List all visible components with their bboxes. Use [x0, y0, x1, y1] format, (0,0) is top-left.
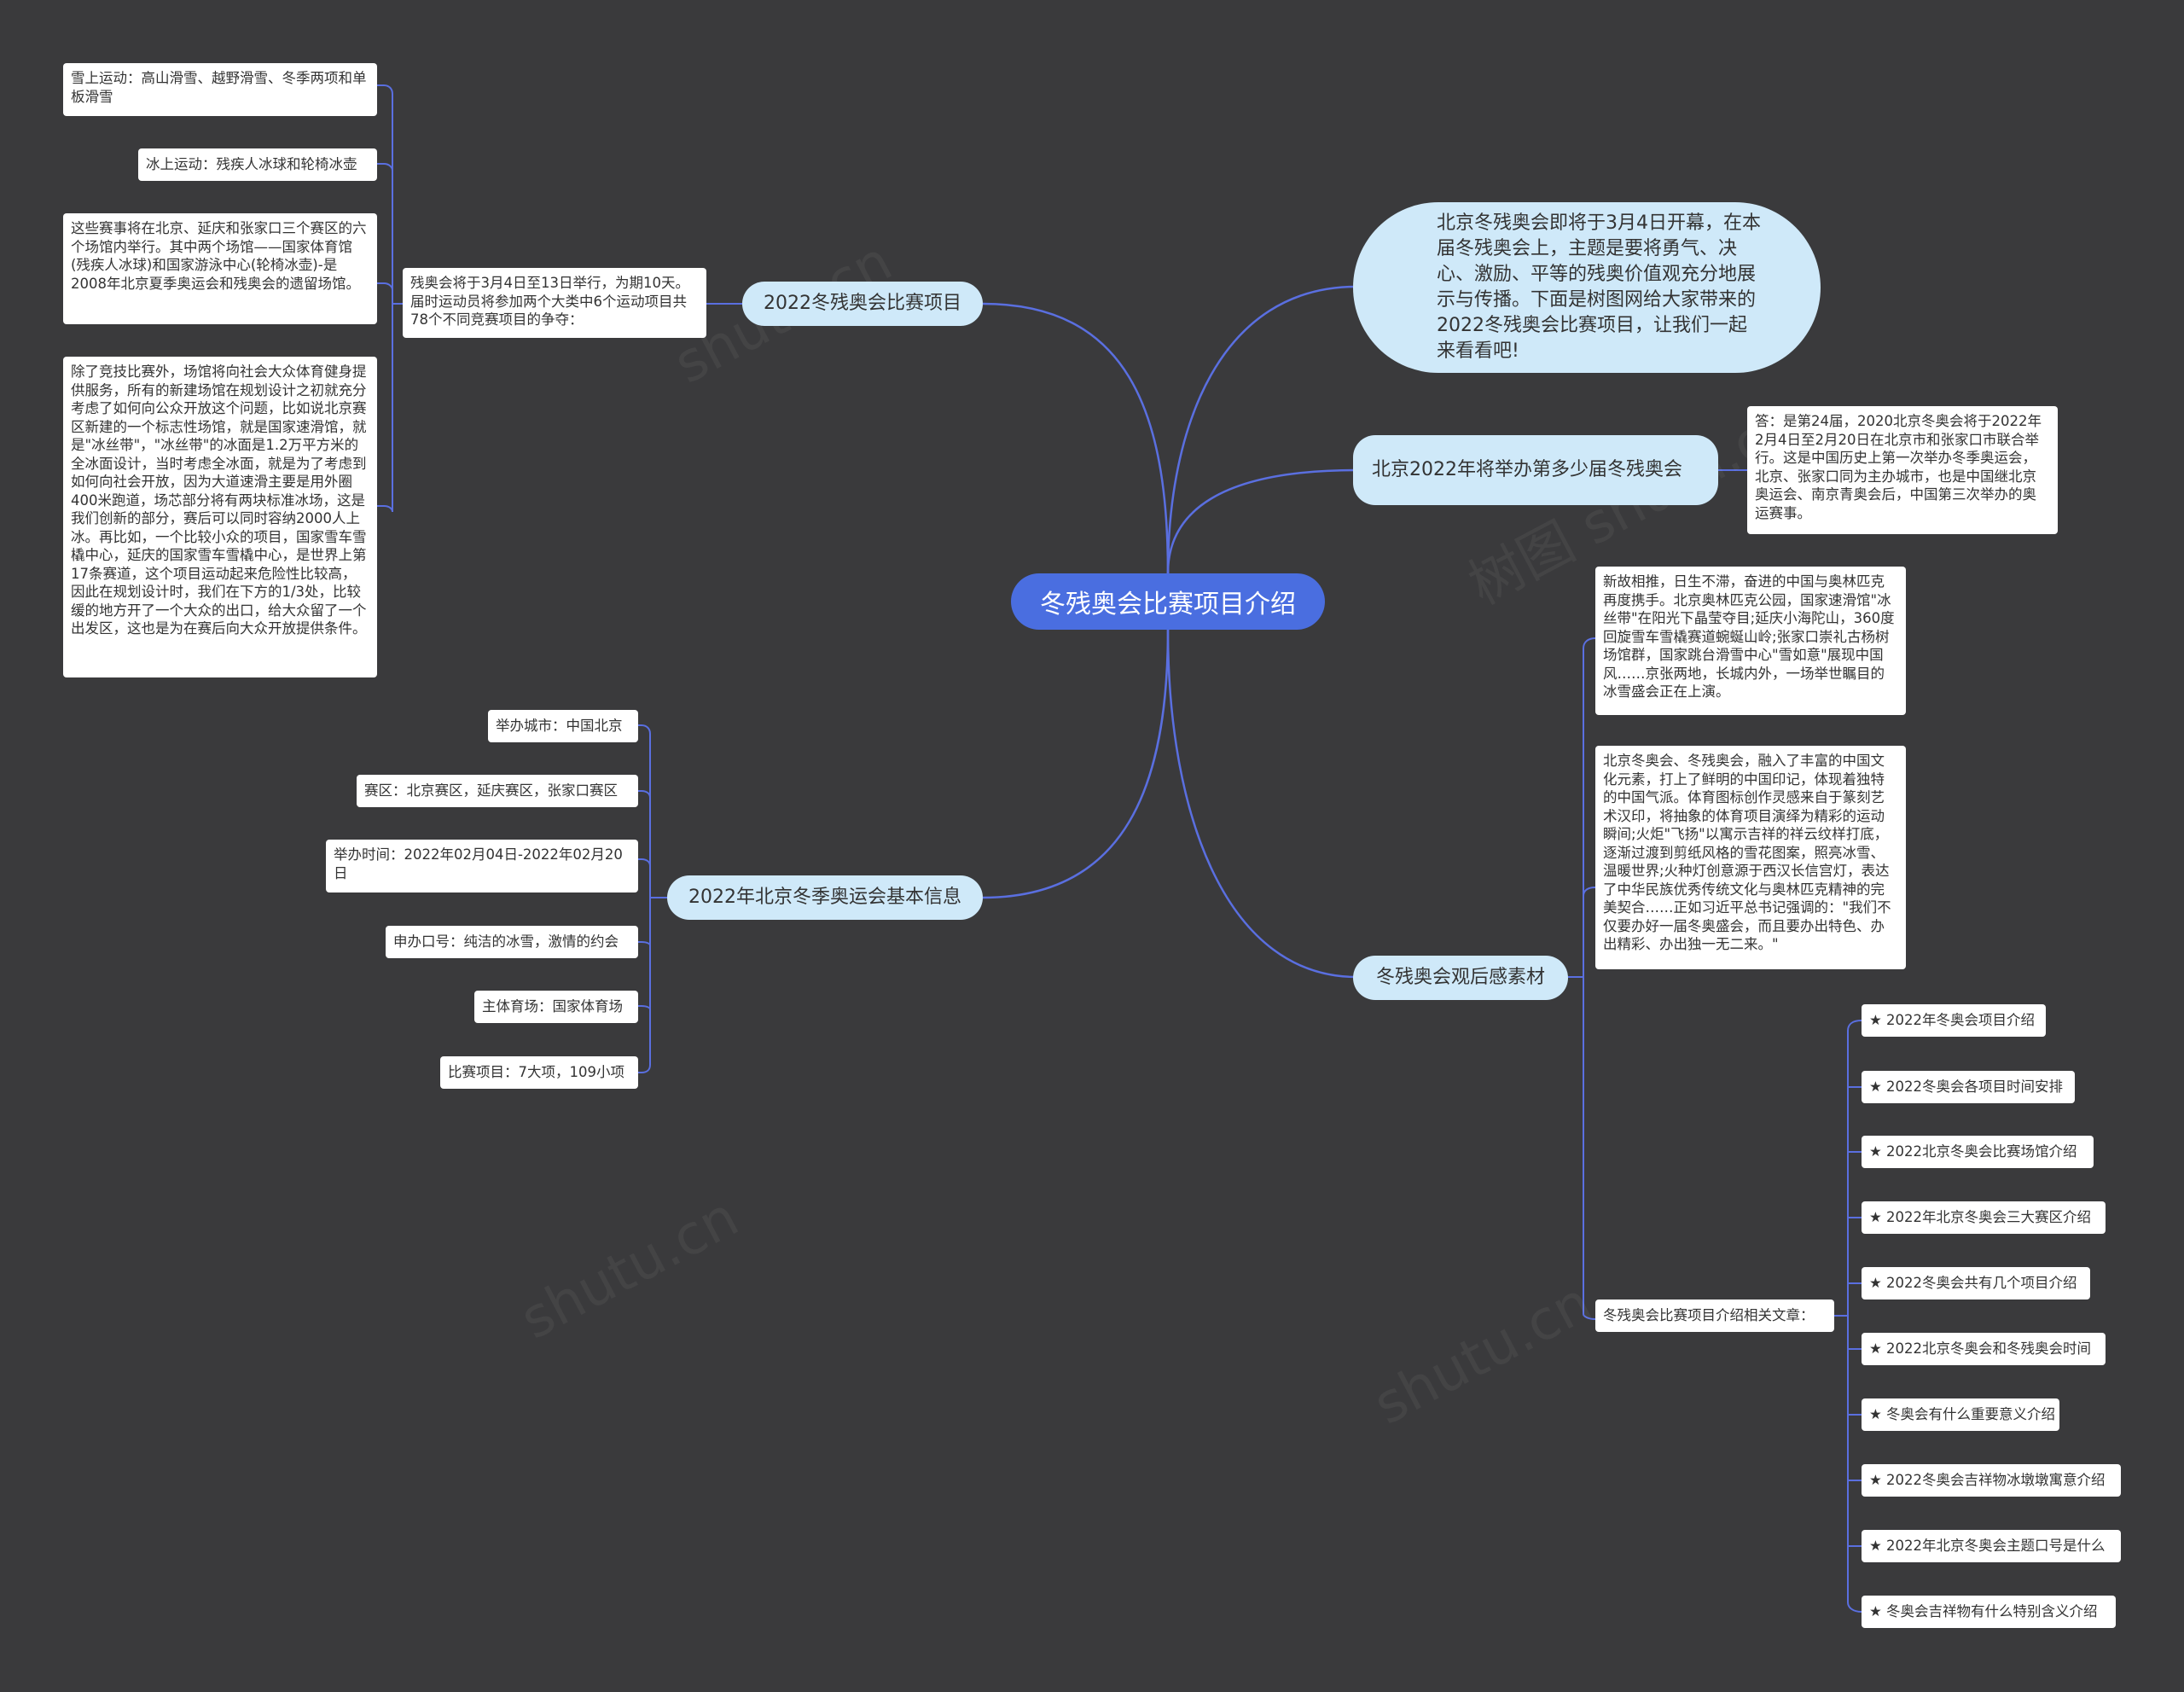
basic-info-text: 举办城市：中国北京: [496, 718, 623, 735]
related-article-link[interactable]: ★ 2022北京冬奥会比赛场馆介绍: [1862, 1136, 2094, 1168]
events-item[interactable]: 这些赛事将在北京、延庆和张家口三个赛区的六个场馆内举行。其中两个场馆——国家体育…: [63, 213, 377, 324]
related-article-text: ★ 2022冬奥会吉祥物冰墩墩寓意介绍: [1869, 1472, 2106, 1489]
link-root-reflections: [1166, 629, 1357, 979]
related-article-link[interactable]: ★ 2022年北京冬奥会主题口号是什么: [1862, 1530, 2121, 1562]
events-summary-text: 残奥会将于3月4日至13日举行，为期10天。届时运动员将参加两个大类中6个运动项…: [410, 275, 689, 328]
edition-answer[interactable]: 答：是第24届，2020北京冬奥会将于2022年2月4日至2月20日在北京市和张…: [1747, 406, 2058, 534]
related-article-link[interactable]: ★ 2022冬奥会吉祥物冰墩墩寓意介绍: [1862, 1464, 2121, 1497]
basic-info-item[interactable]: 申办口号：纯洁的冰雪，激情的约会: [386, 926, 638, 958]
link-reflections-items: [1568, 637, 1596, 1320]
related-article-link[interactable]: ★ 2022年冬奥会项目介绍: [1862, 1004, 2046, 1037]
branch-reflections[interactable]: 冬残奥会观后感素材: [1353, 956, 1568, 1000]
related-article-text: ★ 2022年冬奥会项目介绍: [1869, 1012, 2036, 1029]
basic-info-item[interactable]: 赛区：北京赛区，延庆赛区，张家口赛区: [357, 775, 638, 807]
events-summary[interactable]: 残奥会将于3月4日至13日举行，为期10天。届时运动员将参加两个大类中6个运动项…: [403, 268, 706, 338]
related-article-text: ★ 2022冬奥会共有几个项目介绍: [1869, 1275, 2077, 1292]
branch-events-label: 2022冬残奥会比赛项目: [764, 293, 961, 314]
reflection-text[interactable]: 北京冬奥会、冬残奥会，融入了丰富的中国文化元素，打上了鲜明的中国印记，体现着独特…: [1595, 746, 1906, 969]
edition-answer-text: 答：是第24届，2020北京冬奥会将于2022年2月4日至2月20日在北京市和张…: [1755, 413, 2042, 521]
events-item[interactable]: 雪上运动：高山滑雪、越野滑雪、冬季两项和单板滑雪: [63, 63, 377, 116]
related-article-text: ★ 冬奥会有什么重要意义介绍: [1869, 1406, 2056, 1423]
basic-info-text: 申办口号：纯洁的冰雪，激情的约会: [393, 933, 619, 951]
basic-info-text: 举办时间：2022年02月04日-2022年02月20日: [334, 846, 623, 881]
events-item-text: 雪上运动：高山滑雪、越野滑雪、冬季两项和单板滑雪: [71, 70, 367, 105]
basic-info-item[interactable]: 举办城市：中国北京: [488, 710, 638, 742]
basic-info-item[interactable]: 比赛项目：7大项，109小项: [440, 1056, 638, 1089]
related-article-text: ★ 2022北京冬奥会和冬残奥会时间: [1869, 1340, 2092, 1358]
link-basic-items: [638, 724, 667, 1073]
link-root-edition: [1166, 468, 1357, 574]
related-article-link[interactable]: ★ 冬奥会吉祥物有什么特别含义介绍: [1862, 1596, 2116, 1628]
reflection-text-content: 北京冬奥会、冬残奥会，融入了丰富的中国文化元素，打上了鲜明的中国印记，体现着独特…: [1603, 753, 1891, 952]
branch-events[interactable]: 2022冬残奥会比赛项目: [742, 282, 983, 326]
link-root-events: [982, 302, 1170, 574]
reflection-text-content: 新故相推，日生不滞，奋进的中国与奥林匹克再度携手。北京奥林匹克公园，国家速滑馆"…: [1603, 573, 1895, 700]
related-articles-label[interactable]: 冬残奥会比赛项目介绍相关文章：: [1595, 1300, 1834, 1332]
basic-info-item[interactable]: 主体育场：国家体育场: [474, 991, 638, 1023]
branch-edition-label: 北京2022年将举办第多少届冬残奥会: [1372, 459, 1682, 480]
branch-basic-info[interactable]: 2022年北京冬季奥运会基本信息: [667, 875, 983, 920]
related-article-text: ★ 2022年北京冬奥会主题口号是什么: [1869, 1538, 2106, 1555]
basic-info-text: 赛区：北京赛区，延庆赛区，张家口赛区: [364, 782, 618, 799]
events-item-text: 除了竞技比赛外，场馆将向社会大众体育健身提供服务，所有的新建场馆在规划设计之初就…: [71, 363, 367, 637]
root-topic[interactable]: 冬残奥会比赛项目介绍: [1011, 573, 1325, 630]
intro-bubble[interactable]: 北京冬残奥会即将于3月4日开幕，在本届冬残奥会上，主题是要将勇气、决心、激励、平…: [1353, 202, 1821, 373]
basic-info-text: 主体育场：国家体育场: [482, 998, 623, 1015]
related-article-text: ★ 冬奥会吉祥物有什么特别含义介绍: [1869, 1603, 2098, 1620]
related-article-link[interactable]: ★ 冬奥会有什么重要意义介绍: [1862, 1398, 2059, 1431]
related-article-text: ★ 2022年北京冬奥会三大赛区介绍: [1869, 1209, 2092, 1226]
related-article-text: ★ 2022北京冬奥会比赛场馆介绍: [1869, 1143, 2077, 1160]
intro-text: 北京冬残奥会即将于3月4日开幕，在本届冬残奥会上，主题是要将勇气、决心、激励、平…: [1437, 212, 1761, 362]
events-item[interactable]: 除了竞技比赛外，场馆将向社会大众体育健身提供服务，所有的新建场馆在规划设计之初就…: [63, 357, 377, 677]
basic-info-item[interactable]: 举办时间：2022年02月04日-2022年02月20日: [326, 840, 638, 893]
link-root-intro: [1166, 285, 1357, 574]
branch-reflections-label: 冬残奥会观后感素材: [1375, 967, 1545, 988]
related-articles-text: 冬残奥会比赛项目介绍相关文章：: [1603, 1307, 1815, 1324]
basic-info-text: 比赛项目：7大项，109小项: [448, 1064, 624, 1081]
related-article-link[interactable]: ★ 2022冬奥会各项目时间安排: [1862, 1071, 2075, 1103]
reflection-text[interactable]: 新故相推，日生不滞，奋进的中国与奥林匹克再度携手。北京奥林匹克公园，国家速滑馆"…: [1595, 567, 1906, 715]
related-article-link[interactable]: ★ 2022北京冬奥会和冬残奥会时间: [1862, 1333, 2106, 1365]
events-item-text: 这些赛事将在北京、延庆和张家口三个赛区的六个场馆内举行。其中两个场馆——国家体育…: [71, 220, 367, 292]
related-article-link[interactable]: ★ 2022冬奥会共有几个项目介绍: [1862, 1267, 2090, 1300]
related-article-text: ★ 2022冬奥会各项目时间安排: [1869, 1079, 2064, 1096]
related-article-link[interactable]: ★ 2022年北京冬奥会三大赛区介绍: [1862, 1201, 2106, 1234]
events-item[interactable]: 冰上运动：残疾人冰球和轮椅冰壶: [138, 148, 377, 181]
link-root-basic: [982, 629, 1170, 899]
link-articles: [1834, 1020, 1862, 1613]
events-item-text: 冰上运动：残疾人冰球和轮椅冰壶: [146, 156, 357, 173]
link-events-items: [377, 84, 403, 513]
branch-edition[interactable]: 北京2022年将举办第多少届冬残奥会: [1353, 435, 1718, 505]
root-label: 冬残奥会比赛项目介绍: [1040, 590, 1296, 619]
branch-basic-info-label: 2022年北京冬季奥运会基本信息: [688, 887, 961, 908]
